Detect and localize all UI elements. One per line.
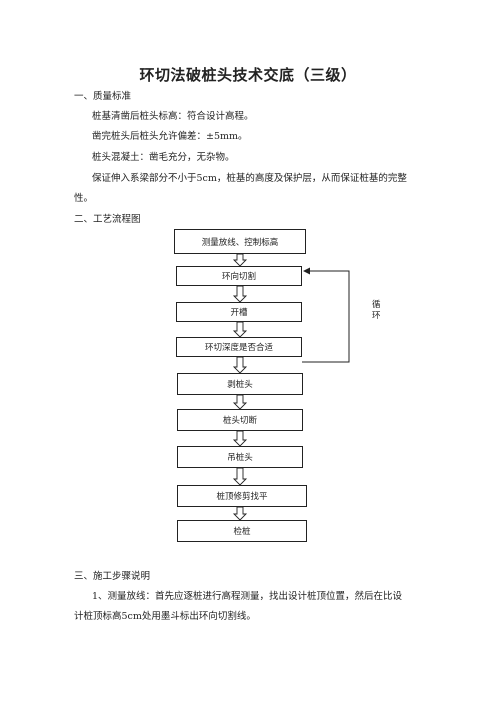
section-heading-flow: 二、工艺流程图 [74,214,141,225]
down-arrow-icon [232,356,248,374]
flow-step-2: 环向切割 [176,266,302,286]
down-arrow-icon [232,506,248,521]
down-arrow-icon [232,321,248,338]
loop-label-1: 循 [372,300,381,310]
flow-step-3: 开槽 [176,302,302,322]
loop-label-2: 环 [372,311,381,321]
steps-line-1: 1、测量放线：首先应逐桩进行高程测量，找出设计桩顶位置，然后在比设 [92,591,403,602]
steps-line-2: 计桩顶标高5cm处用墨斗标出环向切割线。 [74,611,256,622]
quality-line-1: 桩基清凿后桩头标高：符合设计高程。 [92,111,254,122]
section-heading-steps: 三、施工步骤说明 [74,571,151,582]
flow-step-8: 桩顶修剪找平 [177,485,307,507]
down-arrow-icon [232,253,248,267]
loop-line [302,270,350,363]
quality-line-2: 凿完桩头后桩头允许偏差：±5mm。 [92,131,248,142]
document-title: 环切法破桩头技术交底（三级） [139,66,357,84]
quality-line-3: 桩头混凝土：凿毛充分，无杂物。 [92,152,235,163]
section-heading-quality: 一、质量标准 [74,91,132,102]
down-arrow-icon [232,467,248,486]
flow-step-1: 测量放线、控制标高 [174,229,306,254]
quality-line-5: 性。 [74,193,94,204]
down-arrow-icon [232,285,248,303]
down-arrow-icon [232,430,248,447]
flow-step-9: 检桩 [177,520,307,542]
quality-line-4: 保证伸入系梁部分不小于5cm，桩基的高度及保护层，从而保证桩基的完整 [92,173,407,184]
flow-step-4: 环切深度是否合适 [176,337,302,357]
down-arrow-icon [232,394,248,410]
loop-arrowhead-icon [303,267,310,275]
